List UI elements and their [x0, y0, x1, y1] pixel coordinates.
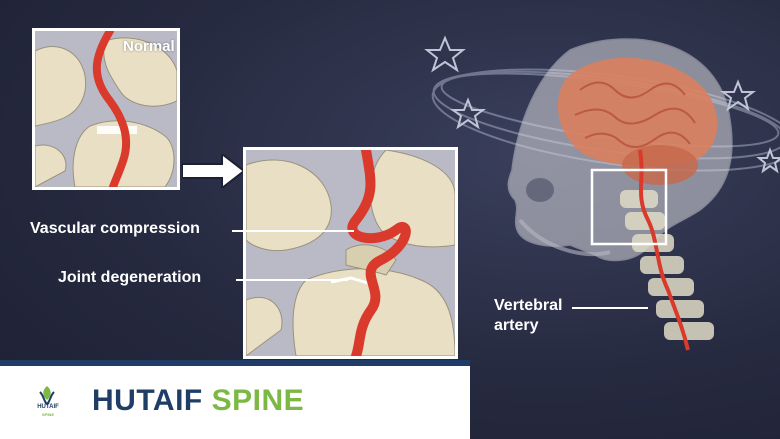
brand-word-1: HUTAIF [92, 384, 203, 417]
vascular-leader-line [232, 230, 354, 232]
brand-bar [0, 360, 470, 439]
logo-word-2: SPINE [41, 412, 54, 417]
brand-word-2: SPINE [211, 384, 305, 417]
logo-word-1: HUTAIF [37, 404, 59, 410]
normal-panel: Normal [32, 28, 180, 190]
normal-label: Normal [123, 38, 175, 55]
logo-text: HUTAIF SPINE [30, 404, 66, 418]
star-icon [424, 35, 780, 174]
joint-leader-line [236, 279, 348, 281]
artery-normal [92, 31, 131, 187]
joint-degeneration-label: Joint degeneration [58, 269, 202, 286]
vertebral-artery-line [638, 149, 690, 351]
vertebral-artery-label: Vertebral artery [494, 297, 563, 334]
highlight-box [590, 168, 668, 246]
cervical-spine [620, 190, 714, 340]
vertebral-leader-line [572, 307, 648, 309]
brand-stripe [0, 360, 470, 366]
brand-name: HUTAIF SPINE [92, 384, 304, 418]
brain [557, 57, 718, 167]
hutaif-logo-icon [39, 386, 55, 406]
artery-compressed [347, 150, 411, 356]
skull-neck-illustration [424, 35, 780, 351]
arrow-right-icon [182, 154, 246, 188]
compression-detail-panel [243, 147, 458, 359]
vascular-compression-label: Vascular compression [30, 220, 200, 237]
